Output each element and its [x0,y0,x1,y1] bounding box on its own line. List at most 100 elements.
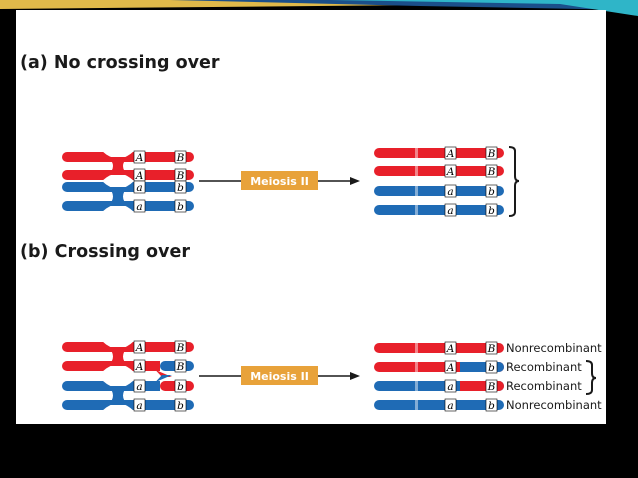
b-gene-4-right-box [174,398,187,412]
b-gamete-3-gene-left: a [447,381,453,393]
a-gene-1-right: B [176,152,185,164]
a-gamete-3-centromere [415,186,418,196]
a-gene-3-right: b [177,182,184,194]
a-gene-1-right-box [174,150,187,164]
a-gamete-1-centromere [415,148,418,158]
b-gamete-4-gene-left: a [447,400,453,412]
b-gene-4-right: b [177,400,184,412]
b-crossover-red [148,362,172,377]
b-gamete-1 [374,343,504,353]
a-gamete-3-gene-left: a [447,186,453,198]
b-centromere-2 [108,386,128,405]
a-gamete-1-gene-left: A [446,148,455,160]
b-gene-1-left: A [135,342,144,354]
a-gene-1-left-box [133,150,146,164]
panel-a-meiosis-box [241,171,318,190]
outcome-label-4: Nonrecombinant [506,398,602,412]
b-centromere-notch-4 [102,403,134,411]
a-gamete-3 [374,186,504,196]
outcome-label-2: Recombinant [506,360,582,374]
a-gene-3-left: a [136,182,142,194]
b-centromere-notch-3 [102,380,134,388]
a-gamete-3-gene-right: b [488,186,495,198]
b-gamete-4-gene-right-box [485,398,498,412]
b-gene-1-right-box [174,340,187,354]
panel-a-title: (a) No crossing over [20,53,220,73]
a-gamete-1-gene-right: B [487,148,496,160]
b-gamete-2-centromere [415,362,418,372]
a-gamete-2-gene-left: A [446,166,455,178]
b-gamete-2-gene-right: b [488,362,495,374]
banner-teal-swoosh [330,0,638,16]
panel-b-meiosis-step: Meiosis II [241,366,318,385]
b-centromere-notch-2 [102,364,134,372]
top-banner [0,0,638,16]
a-gene-3-right-box [174,180,187,194]
b-centromere-1 [108,347,128,366]
a-gene-2-right: B [176,170,185,182]
b-centromere-notch-1 [102,341,134,349]
b-gamete-1-gene-right-box [485,341,498,355]
b-gamete-4-gene-left-box [444,398,457,412]
b-gamete-3-centromere [415,381,418,391]
a-gamete-1-gene-left-box [444,146,457,160]
panel-b-outcome-labels: NonrecombinantRecombinantRecombinantNonr… [506,341,602,412]
a-gamete-2-gene-right-box [485,164,498,178]
b-gamete-4 [374,400,504,410]
a-gamete-4-gene-right: b [488,205,495,217]
b-gamete-3-gene-right: B [487,381,496,393]
b-gamete-1-gene-right: B [487,343,496,355]
b-gamete-1-gene-left: A [446,343,455,355]
b-gene-1-left-box [133,340,146,354]
outcome-label-1: Nonrecombinant [506,341,602,355]
a-gamete-3-gene-right-box [485,184,498,198]
a-centromere-notch-3 [102,181,134,189]
a-centromere-notch-1 [102,151,134,159]
a-gene-4-left: a [136,201,142,213]
a-centromere-notch-4 [102,204,134,212]
b-gene-3-right-box [174,379,187,393]
b-gene-2-left-box [133,359,146,373]
b-crossover-blue [148,375,172,390]
a-gene-3-left-box [133,180,146,194]
panel-a-brace [508,146,520,217]
b-gene-2-left: A [135,361,144,373]
a-centromere-2 [108,187,128,206]
b-gamete-2-gene-left: A [446,362,455,374]
b-gamete-4-gene-right: b [488,400,495,412]
b-gene-3-left: a [136,381,142,393]
panel-b-title: (b) Crossing over [20,242,190,262]
panel-b-recombinant-brace [585,360,597,395]
a-gamete-2-centromere [415,166,418,176]
b-gamete-3-gene-left-box [444,379,457,393]
b-gene-3-right: b [177,381,184,393]
b-gene-2-right-box [174,359,187,373]
a-centromere-1 [108,157,128,175]
a-centromere-notch-2 [102,173,134,181]
b-arrow-head [350,372,360,380]
a-gene-4-left-box [133,199,146,213]
a-gene-2-left: A [135,170,144,182]
a-gamete-2 [374,166,504,176]
b-gamete-3-gene-right-box [485,379,498,393]
panel-b-meiosis-box [241,366,318,385]
b-gene-1-right: B [176,342,185,354]
b-gamete-2-swap [460,362,490,372]
panel-a-meiosis-step: Meiosis II [241,171,318,190]
a-gene-1-left: A [135,152,144,164]
outcome-label-3: Recombinant [506,379,582,393]
b-gene-2-right: B [176,361,185,373]
a-arrow-head [350,177,360,185]
panel-a-meiosis-label: Meiosis II [250,175,309,188]
a-gamete-2-gene-right: B [487,166,496,178]
a-gene-4-right-box [174,199,187,213]
a-gamete-4-gene-left-box [444,203,457,217]
b-gamete-2-gene-left-box [444,360,457,374]
a-gamete-4-centromere [415,205,418,215]
